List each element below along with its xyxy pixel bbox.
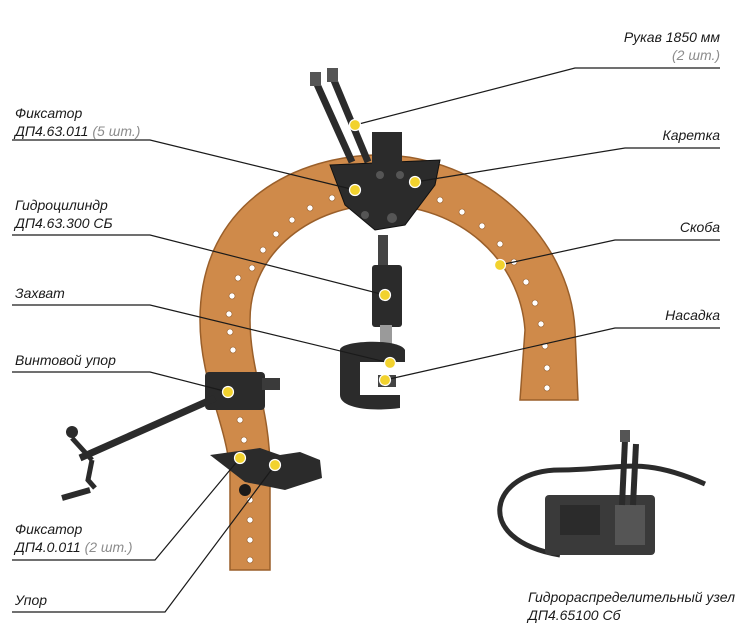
label-karetka-title: Каретка [662, 127, 720, 143]
hoses-rukav [310, 68, 372, 164]
bracket-skoba [199, 154, 579, 571]
label-fiksator-bottom: Фиксатор ДП4.0.011 (2 шт.) [15, 520, 133, 556]
part-markers [221, 118, 507, 472]
label-fiksator-top: Фиксатор ДП4.63.011 (5 шт.) [15, 104, 140, 140]
label-nasadka-title: Насадка [665, 307, 720, 323]
label-gidrocilindr-title: Гидроцилиндр [15, 197, 108, 213]
label-upor: Упор [15, 591, 47, 609]
label-fiksator-bottom-note: (2 шт.) [84, 539, 133, 555]
label-gidrocilindr: Гидроцилиндр ДП4.63.300 СБ [15, 196, 113, 232]
label-rukav-title: Рукав 1850 мм [623, 29, 720, 45]
label-vintovoy: Винтовой упор [15, 351, 116, 369]
label-fiksator-top-title: Фиксатор [15, 105, 83, 121]
label-gidroraspred: Гидрораспределительный узел ДП4.65100 Сб [528, 588, 735, 624]
label-rukav-note: (2 шт.) [671, 47, 720, 63]
label-upor-title: Упор [15, 592, 48, 608]
label-gidroraspred-code: ДП4.65100 Сб [527, 607, 621, 623]
label-zahvat-title: Захват [15, 285, 65, 301]
label-nasadka: Насадка [665, 306, 720, 324]
label-karetka: Каретка [662, 126, 720, 144]
label-vintovoy-title: Винтовой упор [15, 352, 116, 368]
label-zahvat: Захват [15, 284, 65, 302]
label-skoba-title: Скоба [679, 219, 720, 235]
hydraulic-distributor [497, 430, 707, 558]
label-fiksator-top-code: ДП4.63.011 [15, 123, 89, 139]
label-rukav: Рукав 1850 мм (2 шт.) [624, 28, 720, 64]
bracket-holes [225, 194, 551, 564]
label-fiksator-bottom-title: Фиксатор [15, 521, 83, 537]
label-skoba: Скоба [680, 218, 720, 236]
grip-zahvat [340, 341, 405, 410]
screw-stop [61, 372, 280, 501]
label-gidrocilindr-code: ДП4.63.300 СБ [15, 215, 113, 231]
leader-lines [12, 67, 720, 613]
label-fiksator-top-note: (5 шт.) [92, 123, 141, 139]
label-gidroraspred-title: Гидрораспределительный узел [527, 589, 735, 605]
label-fiksator-bottom-code: ДП4.0.011 [15, 539, 81, 555]
